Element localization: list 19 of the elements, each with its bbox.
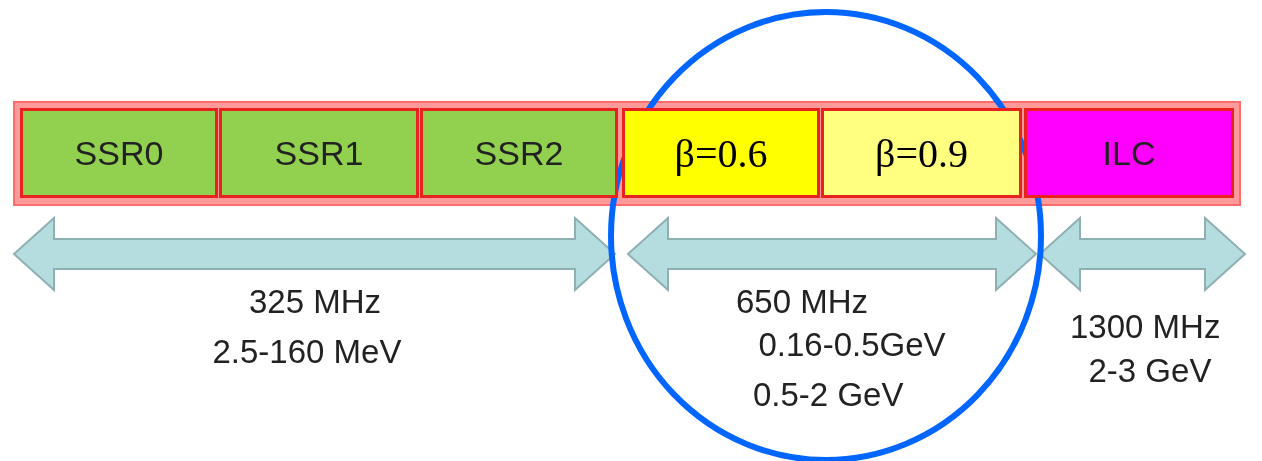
cavity-section-box: [622, 108, 820, 198]
energy-label: 0.16-0.5GeV: [758, 326, 946, 364]
section-label: SSR2: [474, 133, 564, 173]
cavity-section-box: [20, 108, 218, 198]
energy-label: 0.5-2 GeV: [753, 376, 904, 414]
frequency-label: 2-3 GeV: [1088, 352, 1212, 390]
section-label: ILC: [1102, 133, 1156, 173]
cavity-section-box: [1024, 108, 1234, 198]
cavity-section-box: [821, 108, 1022, 198]
section-label: SSR1: [274, 133, 364, 173]
section-label: β=0.9: [875, 129, 968, 177]
frequency-label: 650 MHz: [736, 283, 869, 321]
cavity-section-box: [420, 108, 618, 198]
cavity-section-box: [219, 108, 419, 198]
section-label: β=0.6: [674, 129, 768, 177]
section-label: SSR0: [74, 133, 164, 173]
energy-label: 2.5-160 MeV: [212, 333, 402, 371]
energy-label: 1300 MHz: [1070, 308, 1221, 346]
frequency-label: 325 MHz: [249, 283, 382, 321]
